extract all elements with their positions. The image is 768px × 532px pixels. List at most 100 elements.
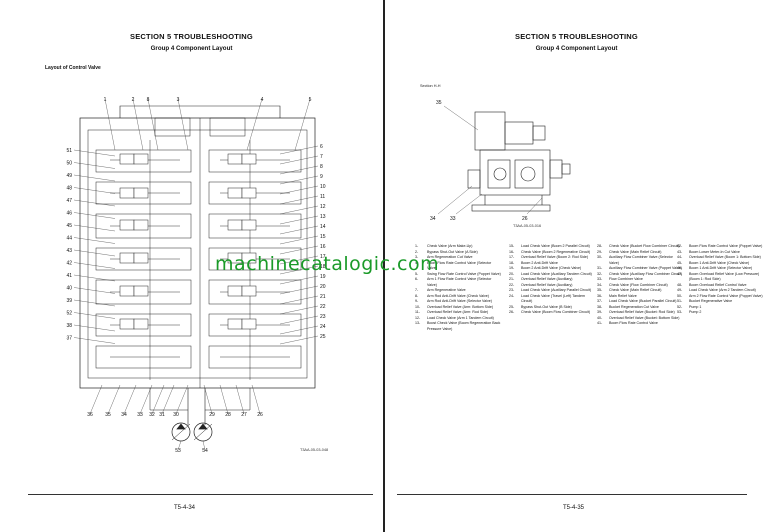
leader-line — [279, 215, 319, 225]
legend-item: 45-Boom 1 Anti-Drift Valve (Check Valve) — [677, 261, 763, 267]
legend-item-text: Arm Rod Anti-Drift Valve (Selector Valve… — [427, 299, 492, 303]
legend-item-text: Auxiliary Flow Combiner Valve (Poppet Va… — [609, 266, 682, 270]
legend-item: 30-Auxiliary Flow Combiner Valve (Select… — [597, 255, 683, 266]
leader-line — [73, 262, 116, 269]
leader-line — [279, 335, 319, 345]
legend-item-number: 47- — [677, 271, 683, 276]
section-title: SECTION 5 TROUBLESHOOTING — [515, 32, 638, 41]
leader-line — [73, 237, 116, 244]
legend-item: 24-Load Check Valve (Travel (Left) Tande… — [509, 294, 595, 305]
legend-item: 17-Overload Relief Valve (Boom 2: Rod Si… — [509, 255, 595, 261]
legend-item-text: Boom 2 Anti-Drift Valve (Check Valve) — [521, 266, 582, 270]
legend-item-text: Check Valve (Flow Combiner Circuit) — [609, 282, 668, 287]
legend-item-text: Pump 1 — [689, 304, 702, 309]
legend-item-number: 16- — [509, 249, 515, 254]
legend-item-text: Arm 1 Flow Rate Control Valve (Selector … — [427, 277, 492, 287]
legend-item: 22-Overload Relief Valve (Auxiliary) — [509, 283, 595, 289]
legend-item-text: Check Valve (Boom 2 Regenerative Circuit… — [521, 249, 591, 254]
legend-item: 15-Load Check Valve (Boom 2 Parallel Cir… — [509, 244, 595, 250]
leader-line — [279, 305, 319, 315]
callout-number: 42 — [66, 261, 72, 267]
legend-item-text: Main Relief Valve — [609, 293, 637, 298]
layout-label: Layout of Control Valve — [45, 65, 101, 71]
legend-item: 29-Check Valve (Main Relief Circuit) — [597, 250, 683, 256]
legend-item: 13-Boost Check Valve (Boom Regeneration … — [415, 321, 501, 332]
legend-item-number: 18- — [509, 260, 515, 265]
legend-item-number: 32- — [597, 271, 603, 276]
legend-item-text: Boom 1 Anti-Drift Valve (Check Valve) — [689, 260, 750, 265]
callout-number: 51 — [66, 148, 72, 154]
legend-item-number: 8- — [415, 293, 419, 298]
leader-line — [73, 212, 116, 219]
legend-item: 23-Load Check Valve (Auxiliary Parallel … — [509, 288, 595, 294]
legend-item-text: Load Check Valve (Travel (Left) Tandem C… — [521, 293, 586, 304]
callout-number: 8 — [320, 164, 323, 170]
callout-number: 41 — [66, 273, 72, 279]
callout-number: 16 — [320, 244, 326, 250]
legend-item: 4-Boom Flow Rate Control Valve (Selector… — [415, 261, 501, 272]
callout-number: 22 — [320, 304, 326, 310]
legend-item-number: 46- — [677, 266, 683, 270]
legend-item-text: Flow Combiner Valve — [609, 277, 643, 281]
legend-item-text: Check Valve (Boom Flow Combiner Circuit) — [521, 310, 591, 314]
legend-item-text: Arm 2 Flow Rate Control Valve (Poppet Va… — [689, 293, 763, 298]
callout-number: 19 — [320, 274, 326, 280]
callout-number: 12 — [320, 204, 326, 210]
callout-number: 40 — [66, 286, 72, 292]
legend-item-number: 5- — [415, 271, 419, 276]
legend-item: 2-Bypass Shut-Out Valve (A Side) — [415, 250, 501, 256]
legend-item: 19-Boom 2 Anti-Drift Valve (Check Valve) — [509, 266, 595, 272]
legend-item-text: Overload Relief Valve (Bucket: Bottom Si… — [609, 315, 680, 320]
legend-item-number: 42- — [677, 244, 683, 248]
legend-item: 51-Bucket Regenerative Valve — [677, 299, 763, 305]
leader-line — [246, 98, 263, 151]
callout-number: 8 — [147, 97, 150, 103]
callout-number: 35 — [105, 412, 111, 418]
legend-item-text: Load Check Valve (Bucket Parallel Circui… — [609, 299, 677, 303]
callout-number: 25 — [320, 334, 326, 340]
legend-item: 38-Bucket Regeneration Cut Valve — [597, 305, 683, 311]
legend-item-number: 44- — [677, 255, 683, 259]
callout-number: 28 — [225, 412, 231, 418]
legend-item-number: 48- — [677, 282, 683, 287]
legend-item: 44- Overload Relief Valve (Boom 1: Bottom… — [677, 255, 763, 261]
legend-item: 11-Overload Relief Valve (Arm: Rod Side) — [415, 310, 501, 316]
callout-number: 52 — [66, 311, 72, 317]
callout-number: 44 — [66, 236, 72, 242]
callout-number: 34 — [121, 412, 127, 418]
footer-rule — [28, 494, 373, 495]
legend-item-text: Check Valve (Auxiliary Flow Combiner Cir… — [609, 271, 683, 276]
page-gutter — [383, 0, 385, 532]
legend-item: 7-Arm Regenerative Valve — [415, 288, 501, 294]
legend-item: 16- Check Valve (Boom 2 Regenerative Circ… — [509, 250, 595, 256]
leader-line — [279, 245, 319, 255]
legend-item: 53-Pump 2 — [677, 310, 763, 316]
callout-number: 3 — [177, 97, 180, 103]
callout-number: 17 — [320, 254, 326, 260]
callout-number: 43 — [66, 248, 72, 254]
legend-item-number: 13- — [415, 321, 421, 325]
callout-number: 4 — [261, 97, 264, 103]
legend-item-number: 20- — [509, 271, 515, 276]
legend-item-number: 53- — [677, 310, 683, 314]
legend-item-text: Overload Relief Valve (Boom 1: Bottom Si… — [689, 255, 761, 259]
legend-item: 50- Arm 2 Flow Rate Control Valve (Poppet… — [677, 294, 763, 300]
legend-item-number: 50- — [677, 293, 683, 298]
leader-line — [73, 174, 116, 182]
callout-number: 32 — [149, 412, 155, 418]
section-label: Section H-H — [420, 84, 441, 88]
legend-item: 10-Overload Relief Valve (Arm: Bottom Si… — [415, 305, 501, 311]
callout-number: 33 — [137, 412, 143, 418]
callout-number: 13 — [320, 214, 326, 220]
drawing-code: T3AA-05-03-048 — [300, 448, 329, 452]
legend-item: 48-Boom Overload Relief Control Valve — [677, 283, 763, 289]
callout-number: 1 — [104, 97, 107, 103]
legend-item-text: Overload Relief Valve (Boom 2: Rod Side) — [521, 255, 589, 259]
callout-number: 5 — [309, 97, 312, 103]
leader-line — [73, 299, 116, 307]
callout-number: 39 — [66, 298, 72, 304]
page-number: T5-4-34 — [174, 505, 196, 511]
legend-item-text: Boom Flow Rate Control Valve (Selector V… — [427, 260, 492, 271]
leader-line — [235, 384, 245, 415]
legend-item: 47-Boom Overload Relief Valve (Low Press… — [677, 272, 763, 283]
